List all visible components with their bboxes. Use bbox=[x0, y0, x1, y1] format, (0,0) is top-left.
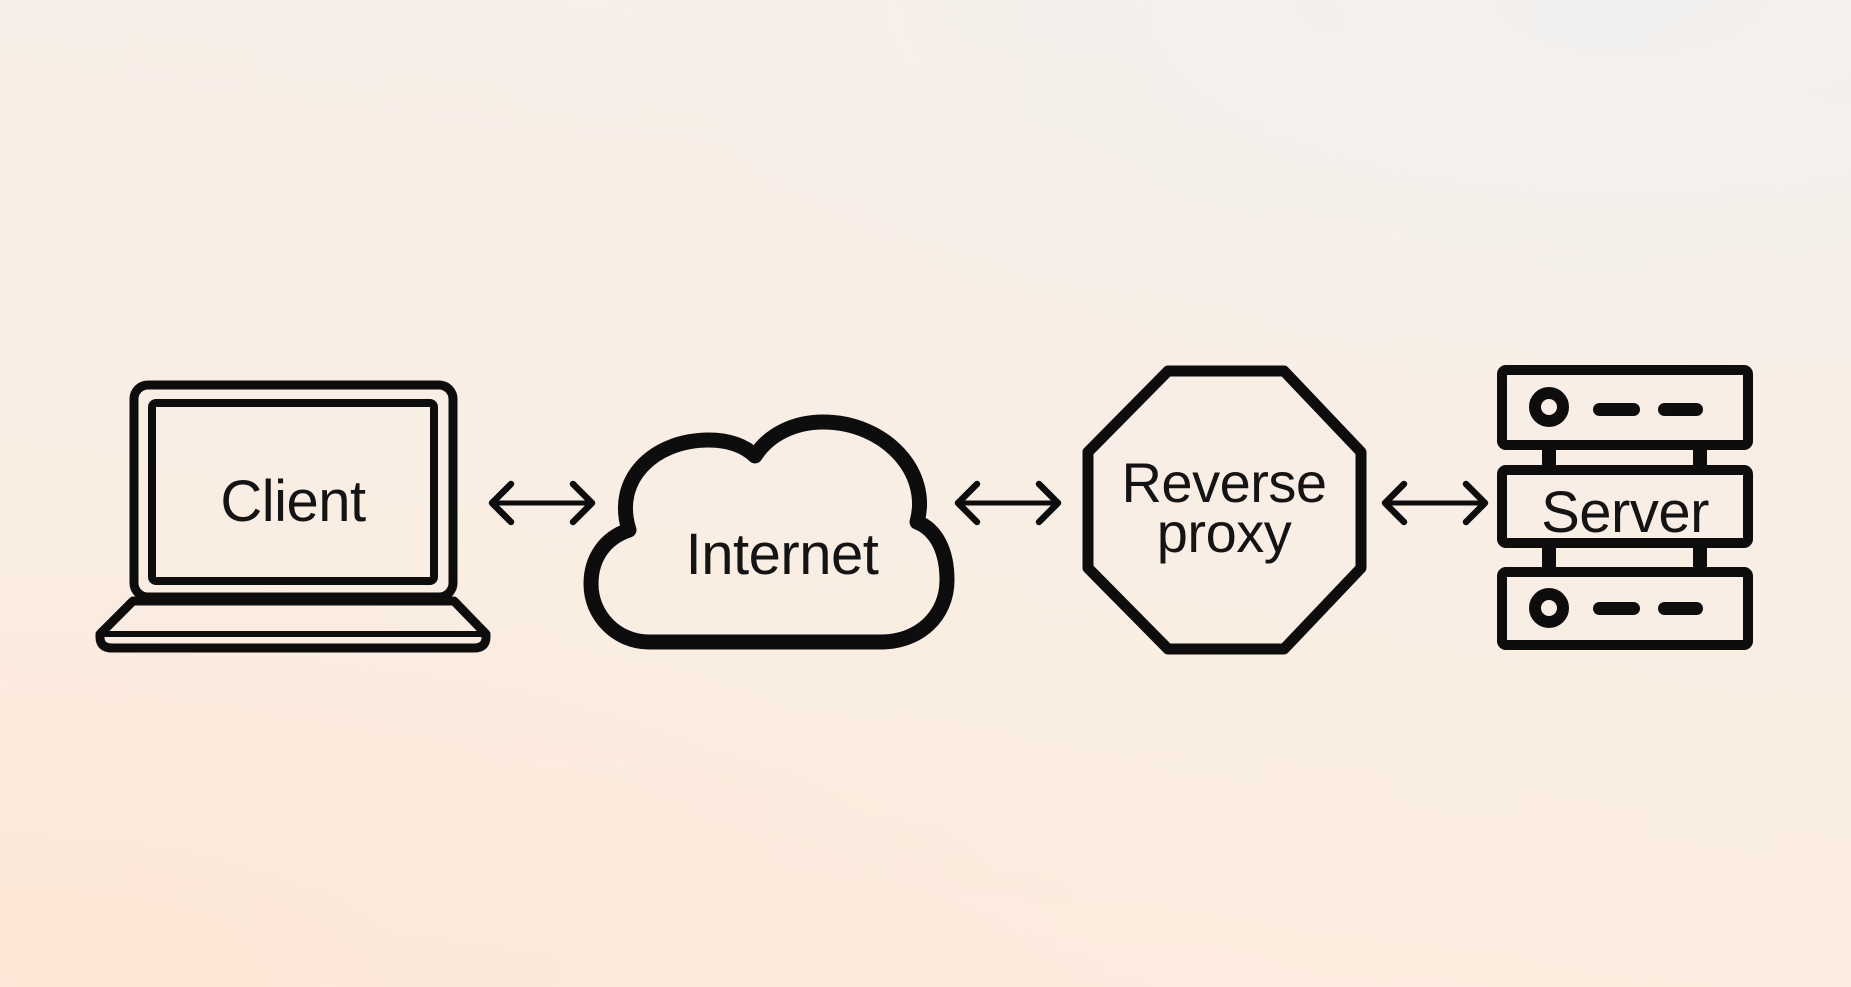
cloud-icon bbox=[583, 414, 955, 650]
laptop-screen bbox=[148, 399, 438, 585]
rack-unit-bottom bbox=[1497, 567, 1753, 650]
rack-led-ring bbox=[1529, 387, 1569, 427]
rack-led-ring bbox=[1529, 588, 1569, 628]
reverse-proxy-label: Reverse proxy bbox=[1074, 451, 1374, 564]
rack-vent-dash bbox=[1658, 602, 1703, 615]
double-arrow-icon bbox=[488, 480, 596, 526]
octagon-outline bbox=[1082, 365, 1367, 655]
internet-label: Internet bbox=[685, 522, 879, 587]
rack-unit-middle bbox=[1497, 465, 1753, 548]
laptop-icon bbox=[95, 380, 491, 653]
laptop-base bbox=[95, 596, 491, 653]
rack-vent-dash bbox=[1593, 602, 1640, 615]
reverse-proxy-label-line1: Reverse bbox=[1121, 451, 1327, 514]
double-arrow-icon bbox=[954, 480, 1062, 526]
cloud-outline bbox=[583, 414, 955, 650]
rack-vent-dash bbox=[1593, 403, 1640, 416]
server-label: Server bbox=[1541, 480, 1709, 545]
reverse-proxy-label-line2: proxy bbox=[1156, 501, 1292, 564]
rack-unit-top bbox=[1497, 365, 1753, 450]
double-arrow-icon bbox=[1381, 480, 1489, 526]
server-rack-icon bbox=[1497, 365, 1753, 650]
rack-vent-dash bbox=[1658, 403, 1703, 416]
client-label: Client bbox=[220, 469, 366, 534]
octagon-shape bbox=[1082, 365, 1367, 655]
